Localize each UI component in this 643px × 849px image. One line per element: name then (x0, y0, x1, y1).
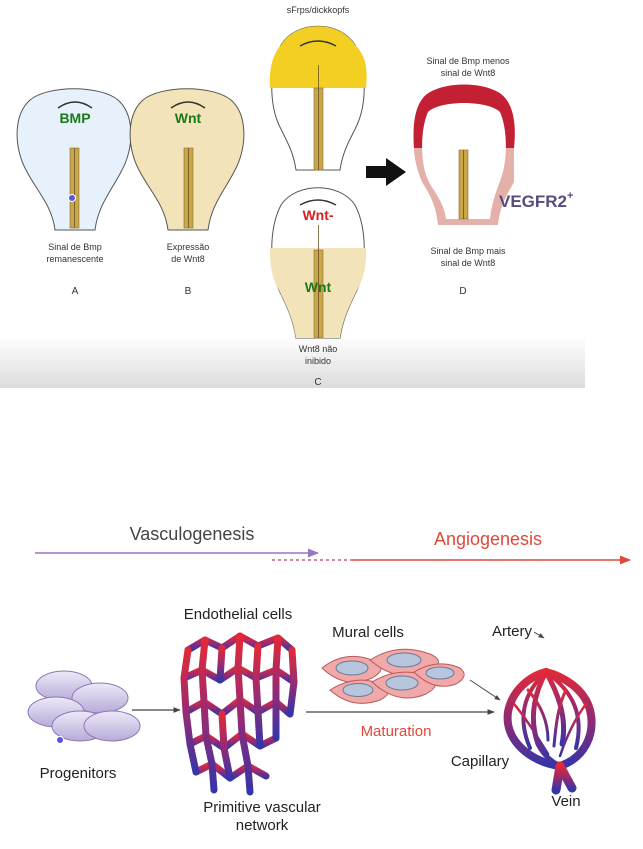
embryo-b-caption-2: de Wnt8 (171, 254, 205, 264)
embryo-a-node-dot (68, 194, 76, 202)
embryo-c-wnt-label: Wnt (305, 279, 332, 295)
embryo-a: BMP Sinal de Bmp remanescente A (16, 88, 132, 297)
embryo-d: Sinal de Bmp menos sinal de Wnt8 VEGFR2+… (413, 56, 573, 297)
mural-cells (321, 648, 465, 704)
embryo-c-wnt-minus-label: Wnt- (302, 207, 333, 223)
primitive-vascular-network (180, 632, 298, 796)
vegfr2-label: VEGFR2+ (499, 190, 573, 211)
embryo-a-caption-1: Sinal de Bmp (48, 242, 102, 252)
embryo-d-letter: D (459, 286, 466, 297)
embryo-a-head-fold (57, 101, 93, 109)
embryo-d-top-caption-1: Sinal de Bmp menos (426, 56, 510, 66)
embryo-d-top-caption-2: sinal de Wnt8 (441, 68, 496, 78)
right-arrow-icon (366, 158, 406, 186)
embryo-c-letter: C (314, 377, 321, 388)
mural-to-vessel-arrow (469, 679, 501, 701)
vein-label: Vein (551, 793, 580, 810)
embryo-b-caption-1: Expressão (167, 242, 210, 252)
embryo-a-gene-label: BMP (59, 110, 90, 126)
top-panel: BMP Sinal de Bmp remanescente A Wnt Expr… (0, 0, 585, 388)
mural-cells-label: Mural cells (332, 624, 404, 641)
maturation-label: Maturation (361, 723, 432, 740)
embryo-b: Wnt Expressão de Wnt8 B (129, 88, 245, 297)
artery-label: Artery (492, 623, 533, 640)
embryo-d-bottom-caption-1: Sinal de Bmp mais (430, 246, 506, 256)
network-label-1: Primitive vascular (203, 799, 321, 816)
endothelial-cells-label: Endothelial cells (184, 606, 292, 623)
capillary-label: Capillary (451, 753, 510, 770)
embryo-a-letter: A (72, 286, 79, 297)
angiogenesis-label: Angiogenesis (434, 529, 542, 549)
progenitor-cells (27, 670, 141, 744)
vasculogenesis-label: Vasculogenesis (130, 524, 255, 544)
embryo-c-sfrp-domain (269, 26, 367, 88)
embryo-a-caption-2: remanescente (46, 254, 103, 264)
bottom-shading-band (0, 335, 585, 388)
progenitors-label: Progenitors (40, 765, 117, 782)
embryo-b-head-fold (170, 101, 206, 109)
embryo-c-lower: Wnt- Wnt Wnt8 não inibido C (269, 187, 367, 388)
embryo-c-caption-2: inibido (305, 356, 331, 366)
embryo-c-upper: sFrps/dickkopfs (269, 5, 367, 171)
bottom-panel: Vasculogenesis Angiogenesis Progenitors … (27, 524, 632, 834)
embryo-b-letter: B (185, 286, 192, 297)
embryo-d-bottom-caption-2: sinal de Wnt8 (441, 258, 496, 268)
embryo-b-gene-label: Wnt (175, 110, 202, 126)
embryo-c-caption-1: Wnt8 não (299, 344, 338, 354)
embryo-c-top-label: sFrps/dickkopfs (287, 5, 350, 15)
network-label-2: network (236, 817, 289, 834)
mature-vessel-tree (503, 635, 596, 795)
vein (551, 761, 577, 795)
